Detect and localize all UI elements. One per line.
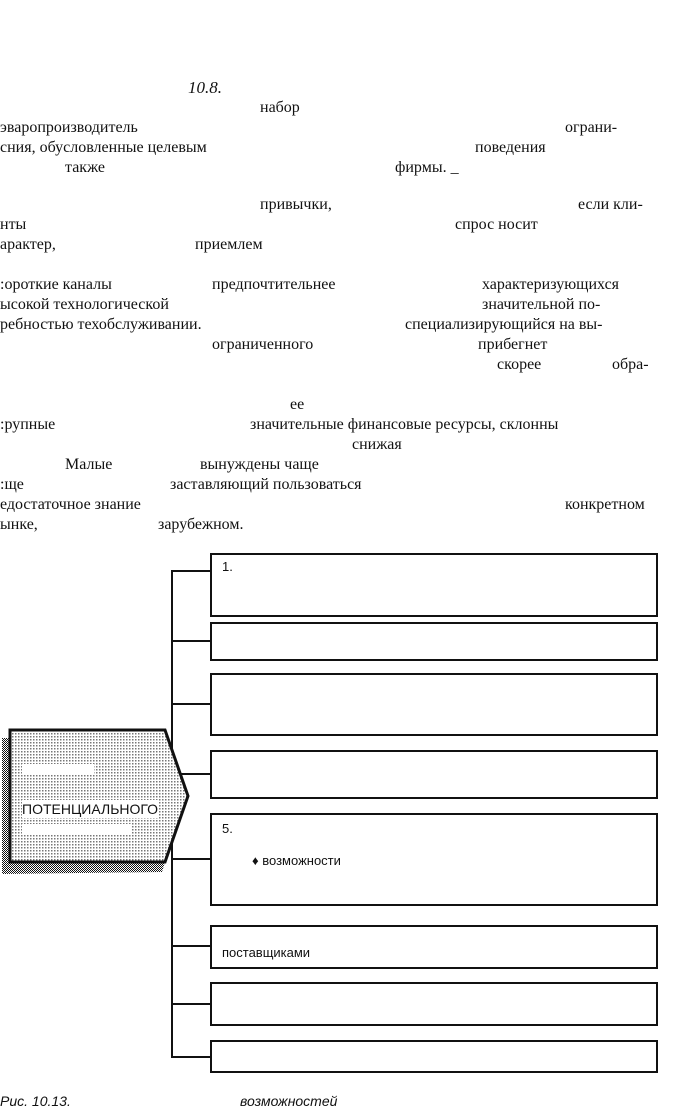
text: предпочтительнее bbox=[212, 276, 336, 293]
connector-line bbox=[171, 570, 211, 572]
text: :рупные bbox=[0, 416, 56, 433]
text: едостаточное знание bbox=[0, 496, 141, 513]
bullet-item: ♦ возможности bbox=[252, 853, 341, 868]
text: ребностью техобслуживании. bbox=[0, 316, 202, 333]
text: фирмы. _ bbox=[395, 159, 459, 176]
text: ынке, bbox=[0, 516, 38, 533]
diagram-box-3 bbox=[210, 673, 658, 736]
section-number: 10.8. bbox=[188, 78, 222, 97]
text: :ще bbox=[0, 476, 24, 493]
text: ограни- bbox=[565, 119, 618, 136]
connector-line bbox=[171, 640, 211, 642]
text: привычки, bbox=[260, 196, 332, 213]
text: ограниченного bbox=[212, 336, 314, 353]
text: значительные финансовые ресурсы, склонны bbox=[250, 416, 559, 433]
text: ысокой технологической bbox=[0, 296, 169, 313]
text: зарубежном. bbox=[158, 516, 244, 533]
text: заставляющий пользоваться bbox=[170, 476, 362, 493]
connector-line bbox=[171, 773, 211, 775]
figure-caption: возможностей bbox=[240, 1093, 338, 1109]
diagram-box-7 bbox=[210, 982, 658, 1026]
text: арактер, bbox=[0, 236, 56, 253]
text: характеризующихся bbox=[482, 276, 620, 293]
text: специализирующийся на вы- bbox=[405, 316, 603, 333]
text: набор bbox=[260, 99, 300, 116]
text: Малые bbox=[65, 456, 113, 473]
diagram-box-5: 5. ♦ возможности bbox=[210, 813, 658, 906]
text: нты bbox=[0, 216, 27, 233]
box-label: 1. bbox=[222, 559, 233, 574]
text: спрос носит bbox=[455, 216, 538, 233]
text: поведения bbox=[475, 139, 546, 156]
box-label: поставщиками bbox=[222, 945, 311, 960]
diagram-box-2 bbox=[210, 622, 658, 661]
text: сния, обусловленные целевым bbox=[0, 139, 207, 156]
text: вынуждены чаще bbox=[200, 456, 319, 473]
connector-line bbox=[171, 945, 211, 947]
text: конкретном bbox=[565, 496, 645, 513]
diagram-box-1: 1. bbox=[210, 553, 658, 617]
figure-number: Рис. 10.13. bbox=[0, 1093, 71, 1109]
text: ее bbox=[290, 396, 305, 413]
text: прибегнет bbox=[478, 336, 548, 353]
text: значительной по- bbox=[482, 296, 601, 313]
text: снижая bbox=[352, 436, 402, 453]
connector-line bbox=[171, 1003, 211, 1005]
diagram-box-6: поставщиками bbox=[210, 925, 658, 969]
text: если кли- bbox=[578, 196, 643, 213]
text: :ороткие каналы bbox=[0, 276, 112, 293]
diagram-box-8 bbox=[210, 1040, 658, 1073]
text: эваропроизводитель bbox=[0, 119, 138, 136]
text: также bbox=[65, 159, 106, 176]
diagram-box-4 bbox=[210, 750, 658, 799]
connector-line bbox=[171, 1056, 211, 1058]
connector-line bbox=[171, 703, 211, 705]
text: обра- bbox=[612, 356, 649, 373]
box-label: 5. bbox=[222, 821, 233, 836]
center-label: ПОТЕНЦИАЛЬНОГО bbox=[22, 800, 159, 818]
text: приемлем bbox=[195, 236, 263, 253]
connector-line bbox=[171, 858, 211, 860]
text: скорее bbox=[497, 356, 542, 373]
